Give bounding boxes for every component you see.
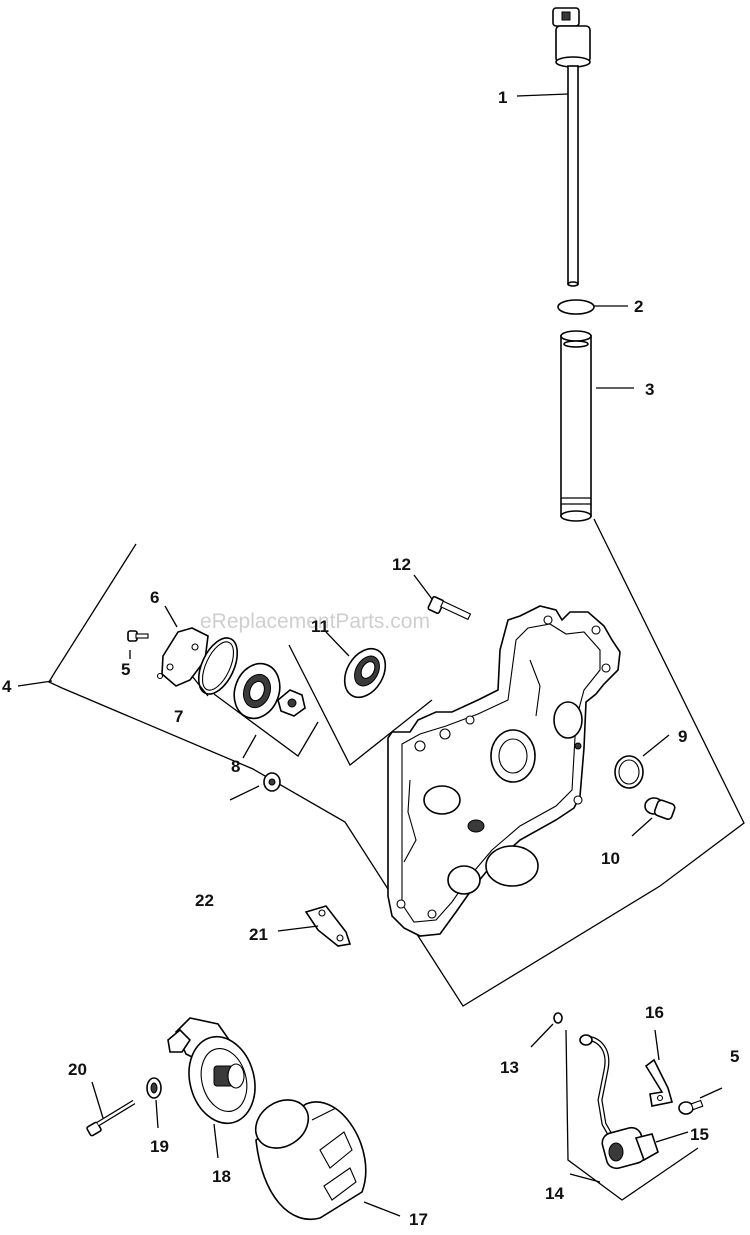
leader-line-16: [654, 1029, 660, 1061]
callout-13: 13: [500, 1058, 519, 1077]
leader-line-20: [91, 1081, 104, 1119]
oil-filter-part[interactable]: [246, 1090, 367, 1221]
nut-part[interactable]: [263, 772, 281, 792]
callout-17: 17: [409, 1210, 428, 1229]
leader-line-19: [155, 1099, 159, 1129]
washer-part[interactable]: [146, 1077, 162, 1099]
callout-10: 10: [601, 849, 620, 868]
oil-seal-part[interactable]: [336, 641, 393, 704]
callout-20: 20: [68, 1060, 87, 1079]
leader-line-1: [516, 93, 569, 97]
callout-18: 18: [212, 1167, 231, 1186]
screw-upper-part[interactable]: [127, 630, 149, 642]
callout-21: 21: [249, 925, 268, 944]
dipstick-part[interactable]: [552, 7, 591, 287]
callout-8: 8: [231, 757, 240, 776]
leader-line-15: [655, 1131, 689, 1143]
oil-sensor-part[interactable]: [579, 1034, 659, 1171]
dipstick-tube-part[interactable]: [560, 330, 592, 522]
leader-line-10: [631, 817, 653, 837]
leader-line-12: [413, 574, 433, 600]
leader-line-14: [569, 1173, 601, 1183]
callout-22: 22: [195, 891, 214, 910]
leader-line-4: [17, 680, 53, 687]
leader-line-9: [642, 734, 670, 757]
bolt-20-part[interactable]: [86, 1099, 136, 1137]
callout-5b: 5: [730, 1047, 739, 1066]
leader-line-13: [530, 1023, 554, 1048]
leader-line-11: [325, 631, 350, 657]
callout-7: 7: [174, 707, 183, 726]
cover-oring-part[interactable]: [191, 632, 245, 700]
leader-line-18: [213, 1123, 219, 1159]
leader-line-21: [277, 925, 319, 932]
leader-line-5b: [699, 1087, 723, 1099]
filter-adapter-part[interactable]: [167, 1017, 264, 1131]
callout-5a: 5: [121, 660, 130, 679]
callout-15: 15: [690, 1125, 709, 1144]
relief-valve-part[interactable]: [644, 797, 676, 820]
leader-line-8: [242, 734, 257, 759]
leader-line-17: [363, 1201, 401, 1217]
screw-lower-part[interactable]: [678, 1099, 704, 1115]
callout-12: 12: [392, 555, 411, 574]
callout-6: 6: [150, 588, 159, 607]
callout-4: 4: [2, 677, 12, 696]
callout-3: 3: [645, 380, 654, 399]
closure-plate-part[interactable]: [387, 605, 621, 937]
callout-19: 19: [150, 1137, 169, 1156]
gasket-part[interactable]: [304, 905, 352, 947]
oring-part[interactable]: [557, 299, 595, 315]
plate-oring-part[interactable]: [614, 755, 644, 789]
rotor-set-part[interactable]: [227, 657, 306, 725]
callout-2: 2: [634, 297, 643, 316]
leader-line-22: [229, 785, 260, 801]
small-oring-part[interactable]: [553, 1012, 563, 1024]
callout-11: 11: [311, 617, 329, 636]
bolt-12-part[interactable]: [427, 595, 472, 621]
callout-1: 1: [498, 88, 507, 107]
leader-line-6: [164, 605, 178, 628]
callout-16: 16: [645, 1003, 664, 1022]
callout-14: 14: [545, 1184, 564, 1203]
sensor-assembly-bracket: [565, 1029, 699, 1201]
leader-line-7: [191, 675, 209, 697]
watermark-text: eReplacementParts.com: [200, 610, 430, 633]
clip-part[interactable]: [644, 1058, 674, 1107]
callout-9: 9: [678, 727, 687, 746]
